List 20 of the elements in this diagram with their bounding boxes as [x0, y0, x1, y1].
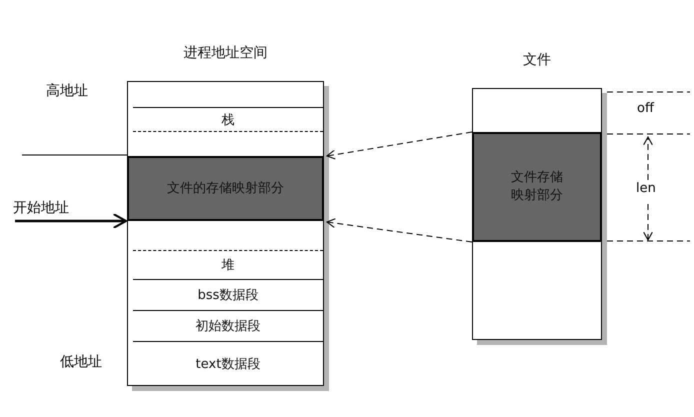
segment-band: [133, 107, 323, 132]
mapped-region: [472, 132, 602, 242]
offset-label: off: [637, 101, 654, 116]
segment-label: 文件存储映射部分: [510, 168, 564, 205]
segment-label: text数据段: [194, 356, 262, 372]
arrow: [326, 132, 472, 160]
segment-label: bss数据段: [196, 287, 260, 304]
segment-band: [133, 250, 323, 280]
edge-label: 开始地址: [13, 199, 69, 217]
block-title: 进程地址空间: [182, 44, 268, 62]
address-label: 低地址: [60, 353, 102, 371]
segment-label: 文件的存储映射部分: [166, 179, 285, 198]
segment-label: 初始数据段: [194, 318, 262, 335]
segment-label: 栈: [220, 112, 236, 128]
arrow: [326, 218, 472, 242]
block-title: 文件: [522, 51, 552, 69]
segment-label: 堆: [220, 257, 236, 274]
address-label: 高地址: [46, 82, 88, 100]
mapped-region: [127, 156, 324, 221]
arrow: [15, 212, 128, 230]
